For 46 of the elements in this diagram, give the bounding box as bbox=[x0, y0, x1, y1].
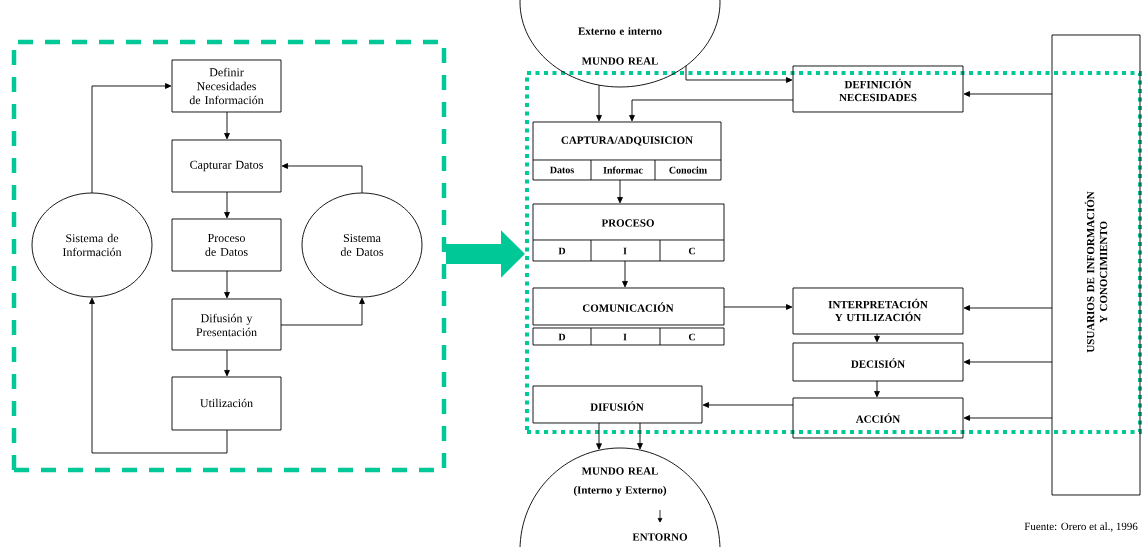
arrow bbox=[91, 83, 172, 194]
process-box: ACCIÓN bbox=[792, 397, 964, 439]
arrow bbox=[224, 191, 230, 219]
arrow bbox=[596, 84, 602, 122]
arrow bbox=[280, 297, 365, 326]
node-label: I bbox=[623, 333, 627, 341]
node-label: D bbox=[558, 333, 566, 341]
arrow bbox=[224, 270, 230, 299]
half-oval: MUNDO REAL (Interno y Externo) ENTORNO bbox=[519, 447, 721, 547]
process-box: Definir Necesidades de Información bbox=[171, 59, 282, 113]
process-box: INTERPRETACIÓN Y UTILIZACIÓN bbox=[792, 287, 964, 335]
dotted-frame bbox=[525, 71, 1142, 434]
oval: Sistema de Información bbox=[31, 192, 153, 298]
arrow bbox=[629, 99, 794, 122]
arrow bbox=[963, 91, 1053, 97]
process-box: DIFUSIÓN bbox=[532, 385, 703, 424]
process-box: Difusión y Presentación bbox=[171, 298, 282, 351]
arrow bbox=[89, 297, 228, 454]
arrow bbox=[281, 163, 363, 194]
arrow bbox=[702, 402, 794, 408]
dashed-frame bbox=[11, 39, 447, 473]
process-box: COMUNICACIÓN D I C bbox=[532, 287, 725, 346]
process-box: Proceso de Datos bbox=[171, 218, 282, 272]
arrow bbox=[874, 333, 880, 343]
arrow bbox=[596, 422, 602, 450]
node-label: C bbox=[688, 333, 695, 341]
arrow bbox=[963, 359, 1053, 365]
arrow bbox=[723, 304, 793, 310]
source-note: Fuente: Orero et al., 1996 bbox=[1024, 522, 1138, 532]
arrow bbox=[963, 415, 1053, 421]
users-box: USUARIOS DE INFORMACIÓN Y CONOCIMIENTO bbox=[1051, 34, 1141, 496]
process-box: Capturar Datos bbox=[171, 139, 282, 193]
process-box: DECISIÓN bbox=[792, 342, 964, 382]
process-box: PROCESO D I C bbox=[532, 203, 725, 262]
process-box: DEFINICIÓN NECESIDADES bbox=[792, 65, 964, 113]
arrow bbox=[874, 380, 880, 398]
process-box: Utilización bbox=[171, 376, 282, 431]
arrow bbox=[224, 349, 230, 377]
arrow bbox=[622, 260, 628, 288]
process-box: CAPTURA/ADQUISICION Datos Informac Conocim bbox=[532, 121, 722, 181]
arrow bbox=[224, 111, 230, 140]
arrow bbox=[963, 305, 1053, 311]
oval: Sistema de Datos bbox=[301, 192, 423, 298]
arrow bbox=[637, 422, 643, 450]
arrow bbox=[617, 179, 623, 204]
arrow bbox=[685, 65, 793, 83]
